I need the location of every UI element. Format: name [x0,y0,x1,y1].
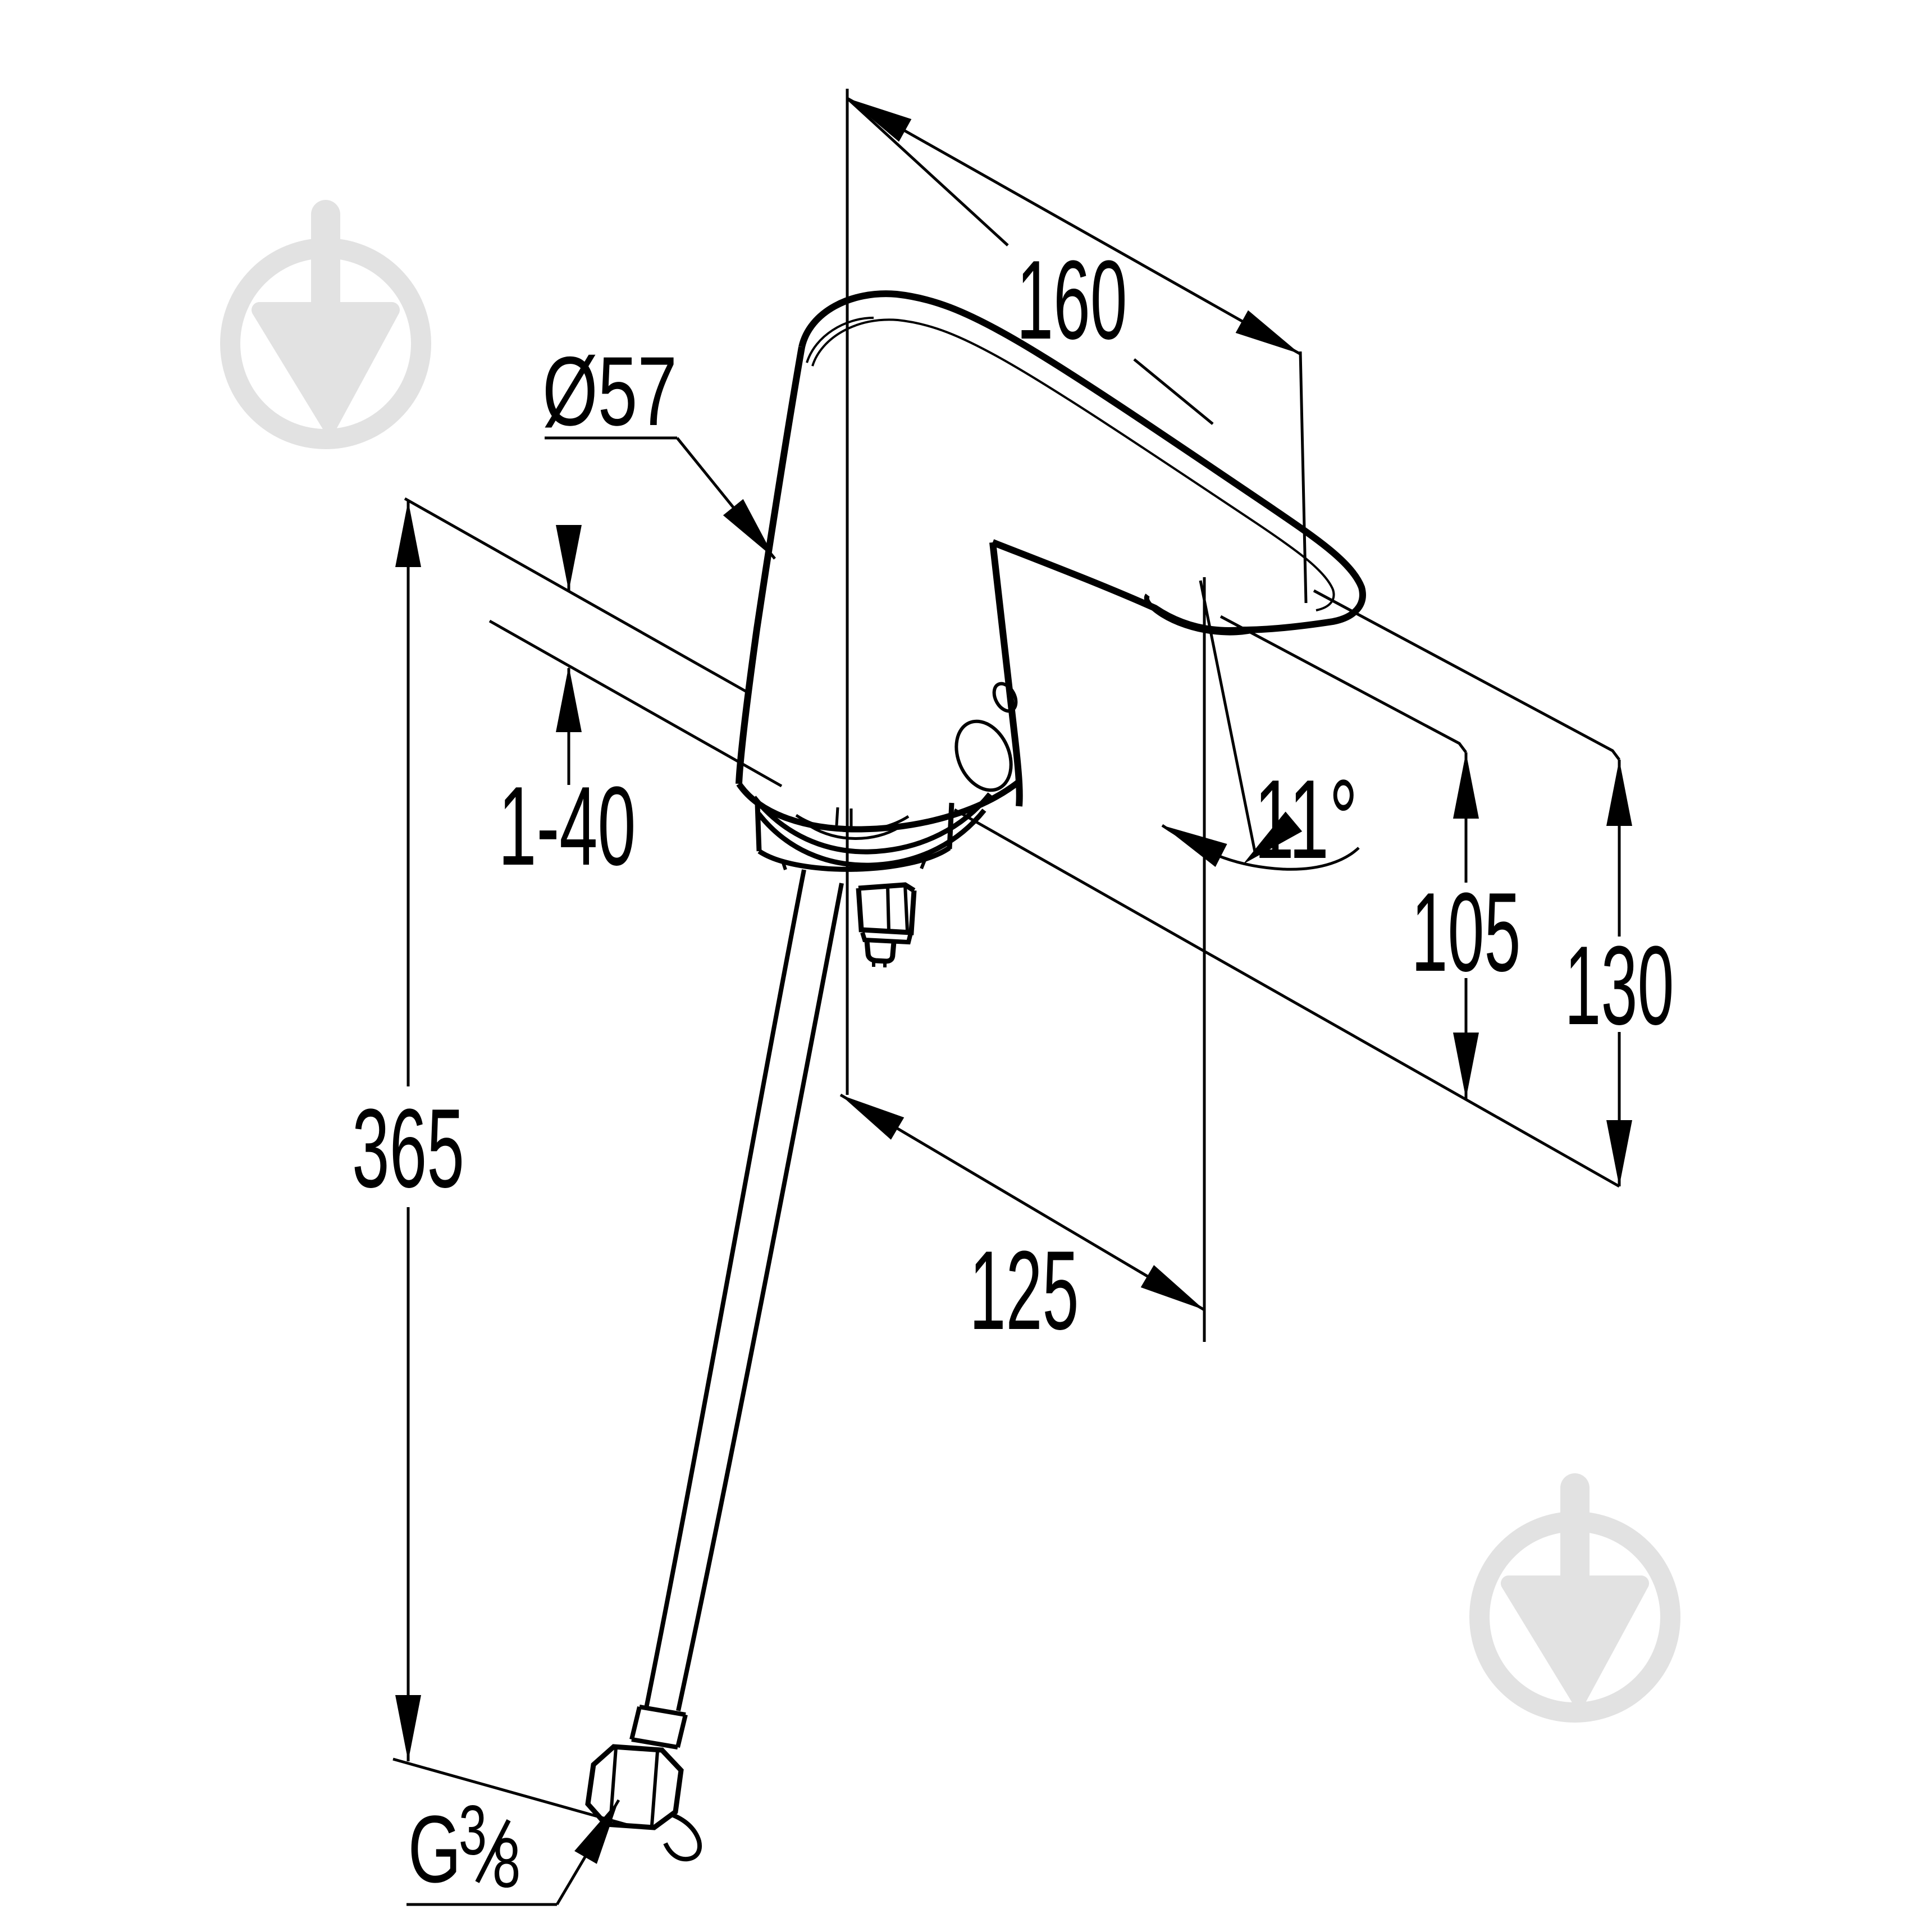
leader-outlet-height [1220,615,1467,753]
dimension-outlet-height: 105 [1412,752,1521,1099]
thread-letter: G [408,1796,462,1903]
dimension-thread-size: G 3 8 [407,1792,630,1906]
trowel-blade-icon [1501,1575,1649,1706]
body-left-edge [736,346,805,784]
thread-denominator: 8 [492,1824,520,1902]
dimension-outlet-height-value: 105 [1412,870,1521,995]
body-right-edge [989,542,1023,807]
sensor-window-large [954,719,1013,792]
mounting-base [752,792,992,967]
extension-spout-tip [1299,351,1308,604]
dimension-overall-height-value: 130 [1565,923,1674,1048]
thread-numerator: 3 [459,1792,487,1870]
watermark-top-left [220,200,431,449]
dimension-spout-reach-value: 160 [1017,237,1127,363]
dimension-overall-height: 130 [1565,760,1674,1186]
aerator-detail [835,807,853,826]
spout-cap-seam [811,318,1335,611]
hose-nut [585,1744,684,1830]
dimension-mounting-thickness-value: 1-40 [499,764,636,889]
sensor-window-small [992,682,1018,713]
counter-underside-line [488,619,783,788]
dimension-outlet-offset-value: 125 [970,1228,1079,1353]
dimension-hose-length: 365 [352,501,464,1761]
fraction-slash [475,1819,511,1883]
hose-ferrule [629,1705,688,1750]
aerator-detail [795,814,910,833]
dimension-spout-reach: 160 [841,86,1307,425]
dimension-body-diameter: Ø57 [542,337,785,567]
spout-cap-inner-edge [806,317,874,363]
dimension-hose-length-value: 365 [352,1086,464,1211]
extension-lines [392,89,1620,1828]
dimension-outlet-offset: 125 [834,1084,1211,1353]
supply-hose [585,869,844,1862]
aerator-detail [810,825,901,840]
hose-nut-stub [663,1813,702,1862]
faucet-drawing [585,290,1366,1862]
hose-end-extension [392,1757,634,1828]
watermark-bottom-right [1469,1473,1680,1723]
shank-flange [860,931,913,945]
trowel-blade-icon [252,302,400,433]
spout-outlet-lip [1144,593,1260,636]
dimension-mounting-thickness: 1-40 [499,525,636,889]
leader-overall-height [1313,589,1620,761]
counter-surface-line [953,808,1620,1188]
tilted-axis-11deg [1199,580,1257,855]
dimension-spout-angle: 11° [1156,757,1360,882]
dimension-body-diameter-value: Ø57 [542,337,677,446]
shank-tip [864,940,897,964]
counter-surface-line [404,497,751,695]
dimension-spout-angle-value: 11° [1254,757,1358,882]
